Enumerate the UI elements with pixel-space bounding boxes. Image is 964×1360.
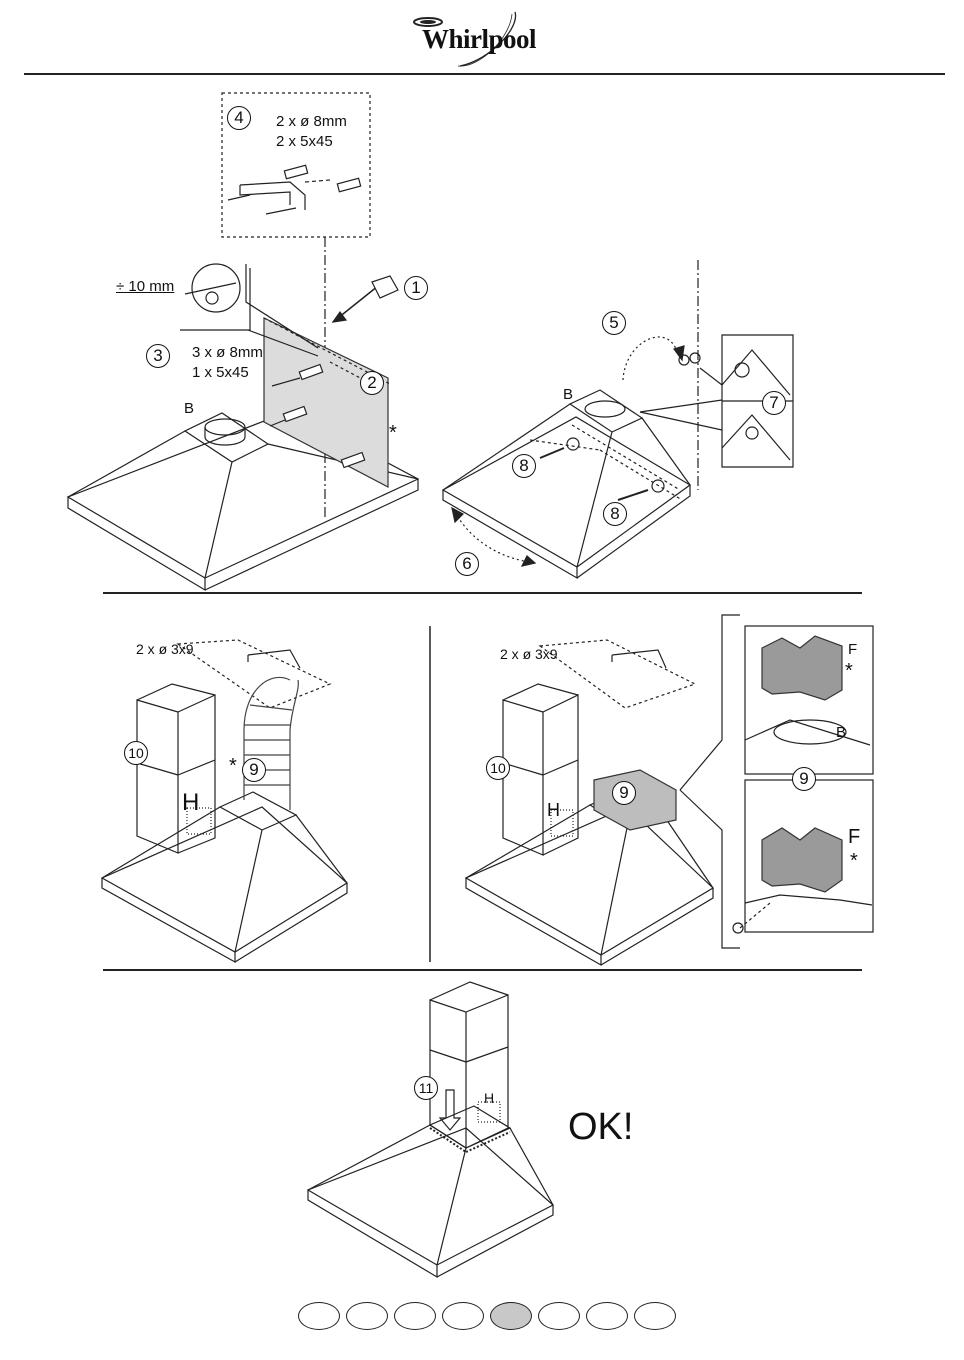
brand-logo: Whirlpool xyxy=(400,8,550,70)
label-h: H xyxy=(182,789,200,816)
step-number: 9 xyxy=(792,767,816,791)
down-arrow-icon xyxy=(438,1089,462,1131)
wall-template-panel xyxy=(263,317,389,488)
asterisk: * xyxy=(845,660,853,682)
step-number: 1 xyxy=(404,276,428,300)
brand-name: Whirlpool xyxy=(422,24,537,54)
step-number: 9 xyxy=(612,781,636,805)
flex-duct xyxy=(243,676,299,810)
page-indicator-dot-active xyxy=(490,1302,532,1330)
language-page-indicator xyxy=(298,1302,676,1330)
step-number: 10 xyxy=(486,756,510,780)
asterisk: * xyxy=(229,755,237,777)
step-number: 4 xyxy=(227,106,251,130)
hood-middle-right xyxy=(464,789,714,967)
label-b: B xyxy=(184,400,195,417)
header-divider xyxy=(24,73,945,75)
label-b: B xyxy=(836,724,847,741)
bracket-icon xyxy=(227,164,362,215)
step-number: 2 xyxy=(360,371,384,395)
filter-part-F-top xyxy=(761,635,843,701)
label-f: F xyxy=(848,641,858,658)
spec-step3-holes: 3 x ø 8mm xyxy=(192,344,263,361)
page-indicator-dot xyxy=(298,1302,340,1330)
logo-swoosh xyxy=(413,11,517,67)
page-indicator-dot xyxy=(538,1302,580,1330)
label-f: F xyxy=(848,826,861,848)
magnifier-detail xyxy=(191,263,241,313)
step-number: 7 xyxy=(762,391,786,415)
page-indicator-dot xyxy=(394,1302,436,1330)
spec-step3-screws: 1 x 5x45 xyxy=(192,364,249,381)
label-b: B xyxy=(563,386,574,403)
step-number: 11 xyxy=(414,1076,438,1100)
step-number: 9 xyxy=(242,758,266,782)
chimney-left xyxy=(136,683,216,854)
spec-screws-right: 2 x ø 3x9 xyxy=(500,646,558,662)
step-number: 5 xyxy=(602,311,626,335)
hood-middle-left xyxy=(100,791,348,964)
asterisk: * xyxy=(850,850,858,872)
page-indicator-dot xyxy=(634,1302,676,1330)
hood-final xyxy=(306,1105,555,1279)
spec-screws-left: 2 x ø 3x9 xyxy=(136,641,194,657)
hood-right-top xyxy=(441,389,692,580)
chimney-final xyxy=(429,981,509,1150)
page-indicator-dot xyxy=(586,1302,628,1330)
hood-left-top xyxy=(66,410,420,592)
page-indicator-dot xyxy=(346,1302,388,1330)
step-number: 8 xyxy=(603,502,627,526)
chimney-right xyxy=(502,683,579,856)
step4-detail-box xyxy=(221,92,371,238)
filter-part-F-bottom xyxy=(761,827,843,893)
page-indicator-dot xyxy=(442,1302,484,1330)
level-tool xyxy=(371,275,399,299)
step-number: 6 xyxy=(455,552,479,576)
spec-gap: ÷ 10 mm xyxy=(116,278,175,295)
step-number: 8 xyxy=(512,454,536,478)
step-number: 3 xyxy=(146,344,170,368)
spec-step4-screws: 2 x 5x45 xyxy=(276,133,333,150)
label-h: H xyxy=(547,800,560,820)
label-h: H xyxy=(484,1090,495,1106)
asterisk: * xyxy=(389,422,397,444)
wall-plugs xyxy=(282,363,366,469)
step-number: 10 xyxy=(124,741,148,765)
filter-box xyxy=(593,769,677,831)
spec-step4-holes: 2 x ø 8mm xyxy=(276,113,347,130)
ok-label: OK! xyxy=(568,1106,634,1148)
